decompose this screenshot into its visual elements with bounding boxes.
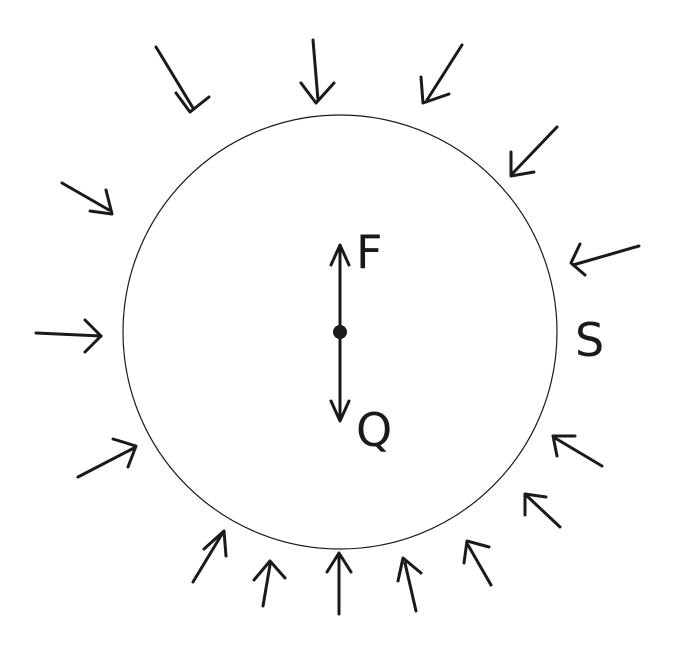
field-arrow-bottom-right-2 [462,539,493,587]
charge-force-vectors [329,243,351,423]
field-arrow-top-1 [299,38,336,105]
field-arrow-top-left-1 [154,45,211,114]
field-arrow-bottom-1 [325,551,353,616]
gaussian-surface-circle [122,114,558,550]
force-arrow-up-head [329,243,351,267]
point-charge-dot [333,325,347,339]
field-arrow-upper-right-1 [509,125,559,178]
force-label: F [356,225,382,279]
field-arrow-lower-right-1 [523,492,562,529]
field-arrow-lower-left-1 [76,437,138,479]
field-arrow-bottom-right-1 [396,556,423,613]
field-arrow-left-1 [34,318,103,354]
surface-field-arrows [34,38,641,616]
field-arrow-top-right-1 [419,43,464,105]
surface-label: S [575,313,604,367]
field-arrow-bottom-left-2 [252,559,287,608]
field-arrow-right-1 [569,242,641,277]
field-arrow-lower-right-2 [551,434,604,468]
force-arrow-down-head [329,399,351,423]
charge-label: Q [356,403,392,457]
field-arrow-bottom-left-1 [191,529,228,584]
field-arrow-upper-left-1 [60,181,114,216]
